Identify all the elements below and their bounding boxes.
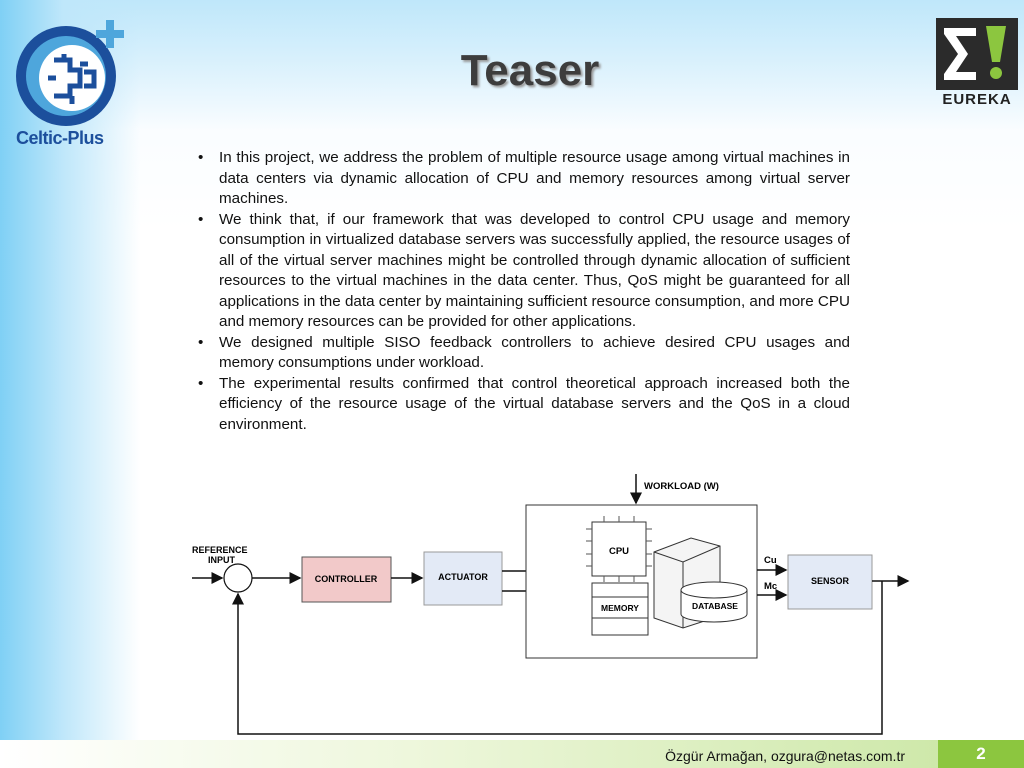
- sensor-label: SENSOR: [811, 576, 850, 586]
- mc-label: Mc: [764, 581, 777, 592]
- controller-label: CONTROLLER: [315, 574, 378, 584]
- header-gradient: [0, 0, 1024, 130]
- page-number-box: [938, 740, 1024, 768]
- page-number: 2: [976, 744, 986, 763]
- database-cylinder-top: [680, 581, 748, 599]
- bullet-item: We think that, if our framework that was…: [198, 210, 850, 333]
- eureka-logo-text: EUREKA: [942, 91, 1012, 108]
- footer-band: [0, 740, 1024, 768]
- workload-label: WORKLOAD (W): [644, 481, 719, 492]
- bullet-item: We designed multiple SISO feedback contr…: [198, 333, 850, 374]
- memory-block: [591, 582, 649, 636]
- sensor-block: [787, 554, 873, 610]
- bullet-item: In this project, we address the problem …: [198, 148, 850, 210]
- database-cylinder: [680, 590, 748, 623]
- reference-label-line2: INPUT: [208, 555, 236, 565]
- database-label: DATABASE: [692, 601, 738, 611]
- controller-block: [301, 556, 392, 603]
- bullet-item: The experimental results confirmed that …: [198, 374, 850, 436]
- actuator-block: [423, 551, 503, 606]
- cpu-label: CPU: [609, 546, 629, 557]
- actuator-label: ACTUATOR: [438, 572, 488, 582]
- cu-label: Cu: [764, 555, 777, 566]
- eureka-logo: [936, 18, 1018, 90]
- reference-label: REFERENCE: [192, 545, 248, 555]
- slide-title: Teaser: [460, 46, 600, 95]
- footer-author: Özgür Armağan, ozgura@netas.com.tr: [665, 748, 905, 764]
- feedback-path: [232, 581, 883, 735]
- celtic-plus-logo: [16, 20, 124, 126]
- memory-label: MEMORY: [601, 603, 639, 613]
- cpu-pins: [586, 516, 652, 582]
- summing-junction: [223, 563, 253, 593]
- feedback-control-diagram: WORKLOAD (W) REFERENCE INPUT CONTROLLER …: [192, 474, 910, 735]
- celtic-plus-logo-text: Celtic-Plus: [16, 128, 104, 148]
- bullet-list: In this project, we address the problem …: [198, 148, 850, 435]
